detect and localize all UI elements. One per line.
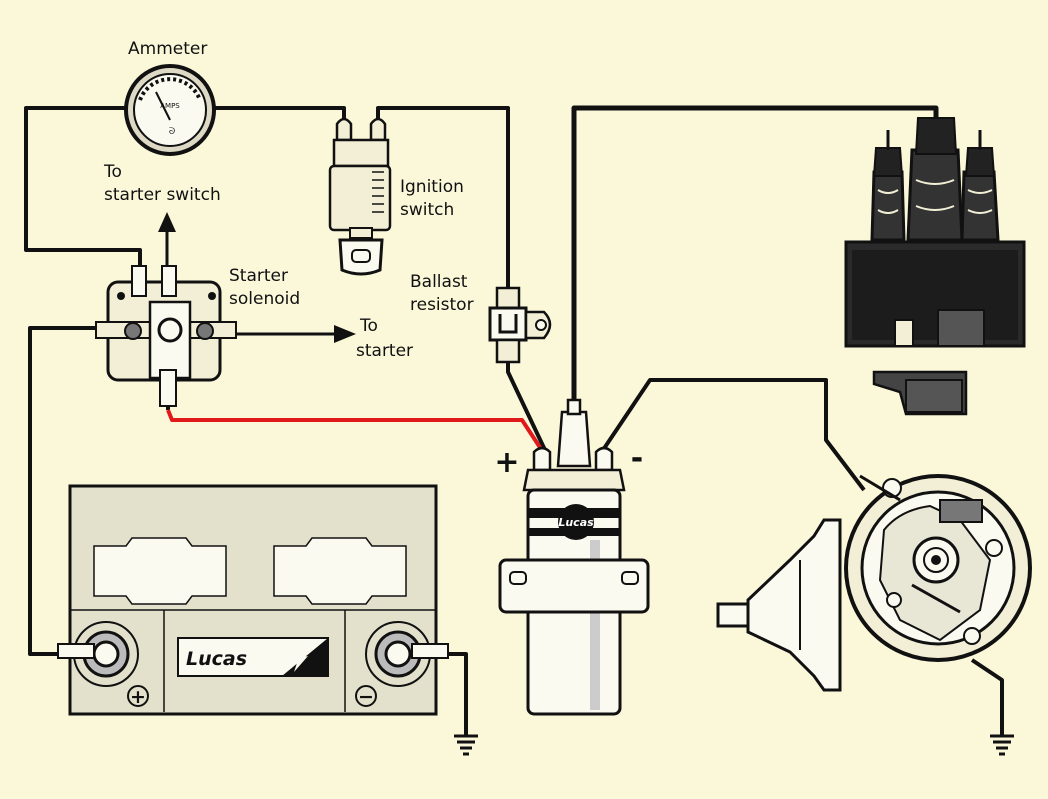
distributor-rotor <box>872 370 968 416</box>
wire-ammeter-to-solenoid <box>24 106 142 278</box>
battery-plus-sign: + <box>130 686 146 708</box>
starter-solenoid-label-line1: Starter <box>229 266 288 286</box>
ignition-switch-label-line2: switch <box>400 200 454 220</box>
wire-ht-lead <box>571 105 939 412</box>
wire-ballast-to-coil <box>506 360 547 451</box>
battery-minus-sign: − <box>358 686 374 708</box>
labels: Ammeter To starter switch Ignition switc… <box>103 39 474 361</box>
coil-brand-label: Lucas <box>558 516 594 529</box>
to-starter-label-line2: starter <box>356 341 413 361</box>
starter-solenoid <box>95 265 237 407</box>
ignition-switch <box>328 117 392 276</box>
battery-brand-label: Lucas <box>186 648 247 670</box>
arrow-right-icon <box>236 325 356 343</box>
starter-solenoid-label-line2: solenoid <box>229 289 300 309</box>
wire-ammeter-to-ignition <box>212 106 346 140</box>
battery-cap-left <box>93 537 227 605</box>
ammeter: AMPS ᘐ <box>124 64 216 156</box>
wire-battery-to-solenoid <box>28 326 112 656</box>
coil-plus-sign: + <box>494 445 519 480</box>
battery: + − Lucas <box>57 484 449 716</box>
distributor-cap <box>844 117 1026 348</box>
ground-symbol-icon <box>454 734 478 756</box>
ammeter-label: Ammeter <box>128 39 207 59</box>
ballast-resistor-label-line1: Ballast <box>410 272 468 292</box>
ignition-switch-label-line1: Ignition <box>400 177 464 197</box>
ballast-resistor <box>488 286 552 364</box>
distributor <box>716 474 1032 692</box>
wire-distributor-ground <box>970 658 1004 735</box>
ammeter-scale-mark: ᘐ <box>169 127 175 137</box>
ballast-resistor-label-line2: resistor <box>410 295 474 315</box>
ammeter-scale-label: AMPS <box>160 102 180 110</box>
to-starter-switch-label-line1: To <box>103 162 122 182</box>
to-starter-label-line1: To <box>359 316 378 336</box>
arrow-up-icon <box>158 212 176 270</box>
ignition-key <box>338 238 384 276</box>
wire-coil-to-distributor <box>601 378 866 492</box>
battery-cap-right <box>273 537 407 605</box>
to-starter-switch-label-line2: starter switch <box>104 185 221 205</box>
highlight-wire-solenoid-to-coil <box>166 409 545 454</box>
ignition-coil: Lucas + - <box>494 398 650 716</box>
ground-symbol-icon <box>990 734 1014 756</box>
coil-minus-sign: - <box>631 441 643 476</box>
